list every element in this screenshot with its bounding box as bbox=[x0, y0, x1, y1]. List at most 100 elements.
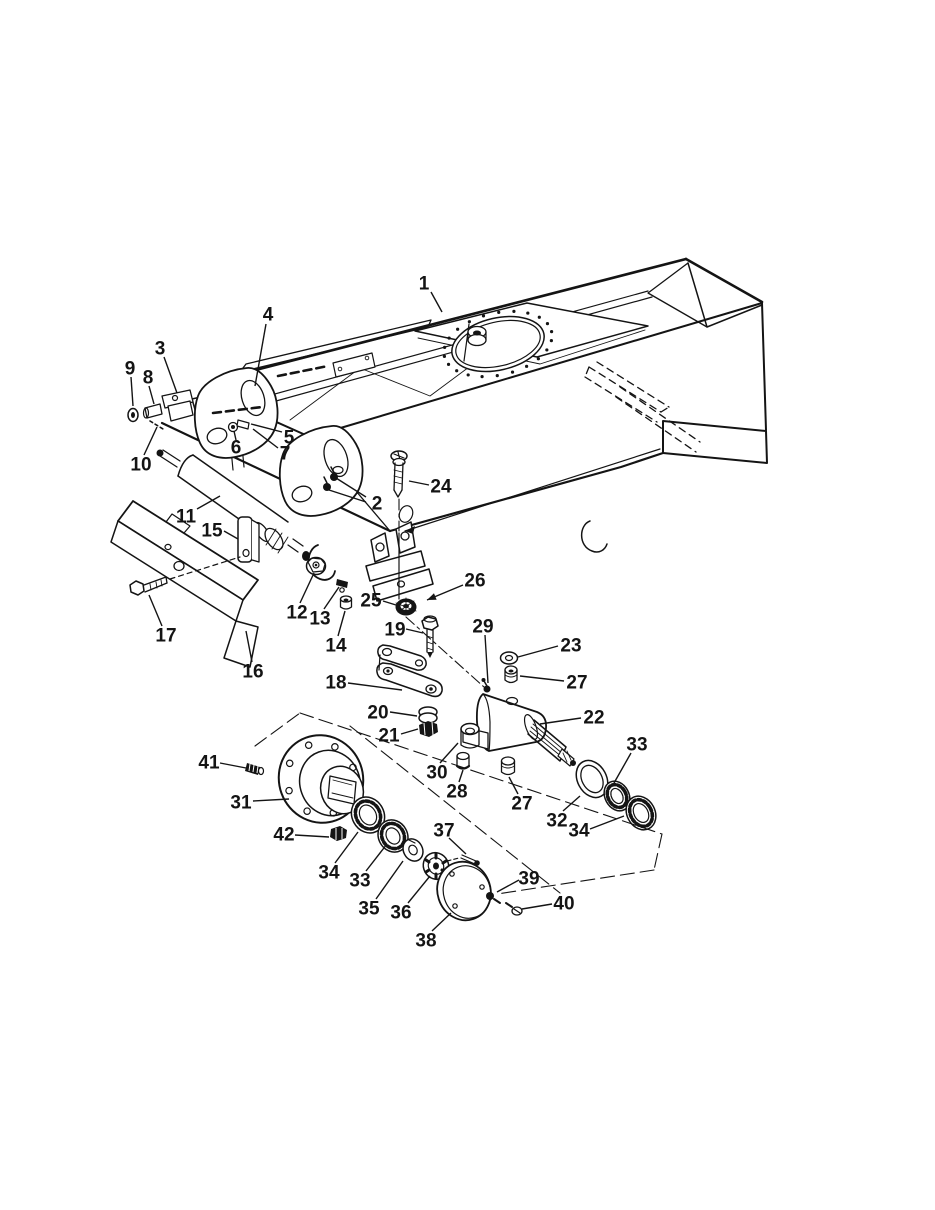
steering-stop-bracket bbox=[365, 448, 661, 688]
callout-label-19: 19 bbox=[384, 620, 405, 641]
leader-line-22 bbox=[539, 717, 582, 725]
bolt-hole bbox=[549, 339, 553, 343]
leader-line-34 bbox=[334, 831, 359, 864]
bolt-hole bbox=[525, 364, 529, 368]
callout-label-14: 14 bbox=[325, 636, 347, 657]
pin-8 bbox=[144, 403, 163, 419]
bolt-17 bbox=[129, 576, 168, 596]
leader-line-5 bbox=[250, 423, 283, 433]
callout-label-23: 23 bbox=[560, 636, 581, 657]
leader-arrowhead bbox=[427, 593, 437, 600]
leader-line-42 bbox=[294, 834, 330, 838]
callout-label-24: 24 bbox=[430, 477, 452, 498]
leader-line-36 bbox=[407, 875, 431, 904]
washer-35 bbox=[402, 838, 424, 862]
bolt-hole bbox=[467, 320, 471, 324]
washer-6 bbox=[227, 421, 239, 433]
bolt-hole bbox=[497, 310, 501, 314]
bolt-hole bbox=[443, 345, 447, 349]
block-15 bbox=[237, 516, 260, 563]
bolt-hole bbox=[442, 354, 447, 358]
leader-line-27 bbox=[519, 675, 565, 682]
callout-label-6: 6 bbox=[231, 438, 242, 459]
callout-label-11: 11 bbox=[176, 507, 197, 528]
leader-line-17 bbox=[148, 594, 163, 627]
bolt-hole bbox=[480, 375, 484, 379]
bolt-hole bbox=[304, 741, 313, 749]
leader-line-14 bbox=[337, 610, 346, 637]
leader-line-18 bbox=[347, 682, 403, 691]
bushing-14 bbox=[339, 595, 353, 610]
screw-40 bbox=[505, 902, 523, 916]
grease-fitting-29 bbox=[481, 678, 491, 693]
bolt-hole bbox=[545, 348, 549, 352]
leader-line-11 bbox=[196, 495, 221, 510]
cotter-pin-37 bbox=[446, 854, 480, 866]
leader-line-39 bbox=[496, 879, 520, 893]
hub-assembly bbox=[245, 734, 523, 922]
bolt-hole bbox=[455, 369, 459, 373]
leader-line-2 bbox=[328, 489, 367, 503]
screw-39 bbox=[486, 892, 501, 904]
leader-line-24 bbox=[408, 480, 430, 486]
spindle-body bbox=[475, 693, 547, 752]
leader-line-23 bbox=[517, 645, 559, 658]
callout-label-33: 33 bbox=[626, 735, 647, 756]
bolt-24 bbox=[390, 450, 408, 498]
bolt-hole bbox=[446, 362, 451, 366]
bolt-hole bbox=[526, 311, 530, 315]
leader-line-9 bbox=[130, 376, 134, 407]
callout-label-7: 7 bbox=[280, 444, 291, 465]
callout-label-22: 22 bbox=[583, 708, 604, 729]
fitting-13 bbox=[336, 579, 348, 593]
spindle-assembly bbox=[455, 651, 657, 831]
leader-line-40 bbox=[521, 903, 553, 910]
callout-label-28: 28 bbox=[446, 782, 467, 803]
leader-line-27 bbox=[508, 776, 519, 795]
stud-41 bbox=[245, 763, 265, 776]
bolt-19 bbox=[421, 615, 439, 658]
leader-line-20 bbox=[389, 711, 418, 717]
callout-label-33: 33 bbox=[349, 871, 370, 892]
channel-bracket bbox=[110, 500, 259, 668]
bolt-hole bbox=[512, 309, 516, 313]
leader-line-19 bbox=[405, 628, 424, 634]
phantom-lines bbox=[254, 712, 663, 895]
callout-label-35: 35 bbox=[358, 899, 380, 920]
callout-label-16: 16 bbox=[242, 662, 263, 683]
leader-line-2 bbox=[335, 477, 367, 498]
leader-line-7 bbox=[252, 428, 279, 449]
tie-rod-cylinder bbox=[156, 449, 353, 610]
leader-line-12 bbox=[299, 572, 315, 604]
washer-32 bbox=[575, 759, 609, 799]
bushing-27-lower bbox=[500, 756, 516, 776]
bolt-hole bbox=[545, 322, 550, 326]
bushing-28 bbox=[455, 751, 471, 770]
bolt-hole bbox=[285, 786, 293, 795]
leader-line-38 bbox=[431, 912, 452, 932]
callout-label-18: 18 bbox=[325, 673, 346, 694]
leader-line-8 bbox=[148, 385, 155, 405]
nut-25 bbox=[395, 597, 417, 616]
bushing-27-upper bbox=[504, 665, 518, 684]
callout-label-5: 5 bbox=[284, 428, 295, 449]
grease-fitting bbox=[330, 473, 338, 481]
hatch-bolt-ring bbox=[442, 309, 554, 379]
callout-label-34: 34 bbox=[318, 863, 340, 884]
leader-line-15 bbox=[223, 530, 239, 540]
callout-label-27: 27 bbox=[511, 794, 532, 815]
nut-42 bbox=[330, 826, 347, 841]
callout-label-37: 37 bbox=[433, 821, 454, 842]
callout-label-17: 17 bbox=[155, 626, 176, 647]
bolt-hole bbox=[466, 373, 470, 377]
callout-label-12: 12 bbox=[286, 603, 307, 624]
bolt-hole bbox=[456, 327, 460, 331]
bolt-hole bbox=[331, 743, 339, 751]
leader-line-33 bbox=[613, 752, 632, 784]
leader-line-10 bbox=[143, 426, 158, 456]
callout-label-34: 34 bbox=[568, 821, 590, 842]
retainer-nut-36 bbox=[422, 851, 450, 881]
